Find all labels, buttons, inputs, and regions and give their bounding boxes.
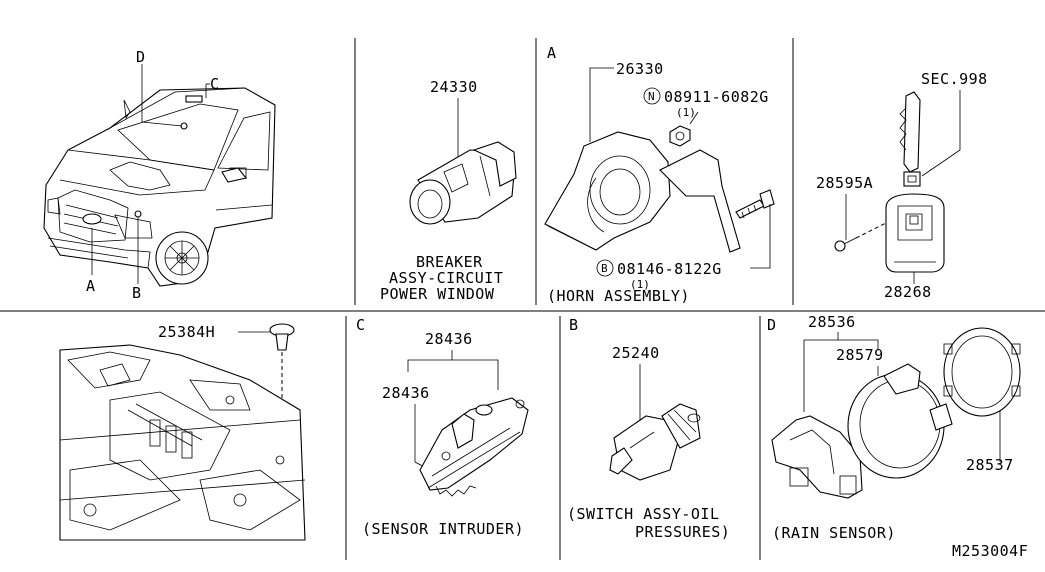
callout-c: C bbox=[210, 75, 220, 93]
oil-part-number: 25240 bbox=[612, 344, 660, 362]
grid-lines bbox=[0, 38, 1045, 560]
vehicle-cell: D C A B bbox=[43, 48, 276, 302]
intruder-caption: (SENSOR INTRUDER) bbox=[362, 520, 524, 538]
key-screw-number: 28595A bbox=[816, 174, 873, 192]
callout-d: D bbox=[136, 48, 146, 66]
key-sec-number: SEC.998 bbox=[921, 70, 988, 88]
oil-caption-line-1: (SWITCH ASSY-OIL bbox=[567, 505, 720, 523]
breaker-caption-line-1: BREAKER bbox=[416, 253, 483, 271]
intruder-number-top: 28436 bbox=[425, 330, 473, 348]
clip-illustration bbox=[269, 323, 295, 410]
rain-number-b: 28579 bbox=[836, 346, 884, 364]
intruder-sensor-illustration bbox=[419, 397, 529, 497]
key-fob-number: 28268 bbox=[884, 283, 932, 301]
rain-number-c: 28537 bbox=[966, 456, 1014, 474]
breaker-cell: 24330 BREAKER ASSY-CIRCUIT POWER WINDOW bbox=[380, 78, 517, 303]
intruder-cell-letter: C bbox=[356, 316, 366, 334]
oil-cell-letter: B bbox=[569, 316, 579, 334]
floor-illustration bbox=[59, 344, 306, 541]
key-cell: SEC.998 28595A 28268 bbox=[816, 70, 988, 301]
bolt-quantity: (1) bbox=[630, 278, 650, 291]
breaker-caption-line-2: ASSY-CIRCUIT bbox=[389, 269, 503, 287]
diagram-reference-code: M253004F bbox=[952, 542, 1028, 560]
rain-cell-letter: D bbox=[767, 316, 777, 334]
oil-caption-line-2: PRESSURES) bbox=[635, 523, 730, 541]
callout-b: B bbox=[132, 284, 142, 302]
horn-caption: (HORN ASSEMBLY) bbox=[547, 287, 690, 305]
rain-cell: D 28536 28579 28537 (RAIN SENSOR) bbox=[767, 313, 1021, 542]
rain-caption: (RAIN SENSOR) bbox=[772, 524, 896, 542]
nut-symbol: N bbox=[648, 90, 655, 103]
horn-cell: A 26330 N 08911-6082G (1) bbox=[544, 44, 775, 305]
breaker-illustration bbox=[409, 141, 517, 225]
callout-a: A bbox=[86, 277, 96, 295]
floor-clip-number: 25384H bbox=[158, 323, 215, 341]
nut-fastener bbox=[669, 111, 699, 147]
key-illustration bbox=[899, 91, 921, 187]
floor-cell: 25384H bbox=[59, 323, 306, 541]
bolt-part-number: 08146-8122G bbox=[617, 260, 722, 278]
horn-illustration bbox=[544, 131, 741, 253]
rain-number-a: 28536 bbox=[808, 313, 856, 331]
vehicle-illustration bbox=[43, 87, 276, 287]
oil-cell: B 25240 (SWITCH ASSY-OIL PRESSURES) bbox=[567, 316, 730, 541]
nut-symbol-circle bbox=[643, 87, 661, 105]
intruder-number-side: 28436 bbox=[382, 384, 430, 402]
nut-part-number: 08911-6082G bbox=[664, 88, 769, 106]
screw-illustration bbox=[834, 219, 893, 252]
horn-cell-letter: A bbox=[547, 44, 557, 62]
rain-sensor-illustration bbox=[771, 327, 1021, 499]
breaker-caption-line-3: POWER WINDOW bbox=[380, 285, 495, 303]
bolt-symbol: B bbox=[601, 262, 608, 275]
bolt-fastener bbox=[735, 189, 775, 269]
breaker-part-number: 24330 bbox=[430, 78, 478, 96]
vehicle-callouts: D C A B bbox=[86, 48, 220, 302]
key-fob-illustration bbox=[885, 193, 945, 273]
bolt-symbol-circle bbox=[596, 259, 614, 277]
horn-part-number: 26330 bbox=[616, 60, 664, 78]
nut-quantity: (1) bbox=[676, 106, 696, 119]
intruder-cell: C 28436 28436 (SENSOR INTRUDER) bbox=[356, 316, 529, 538]
oil-switch-illustration bbox=[609, 403, 701, 481]
